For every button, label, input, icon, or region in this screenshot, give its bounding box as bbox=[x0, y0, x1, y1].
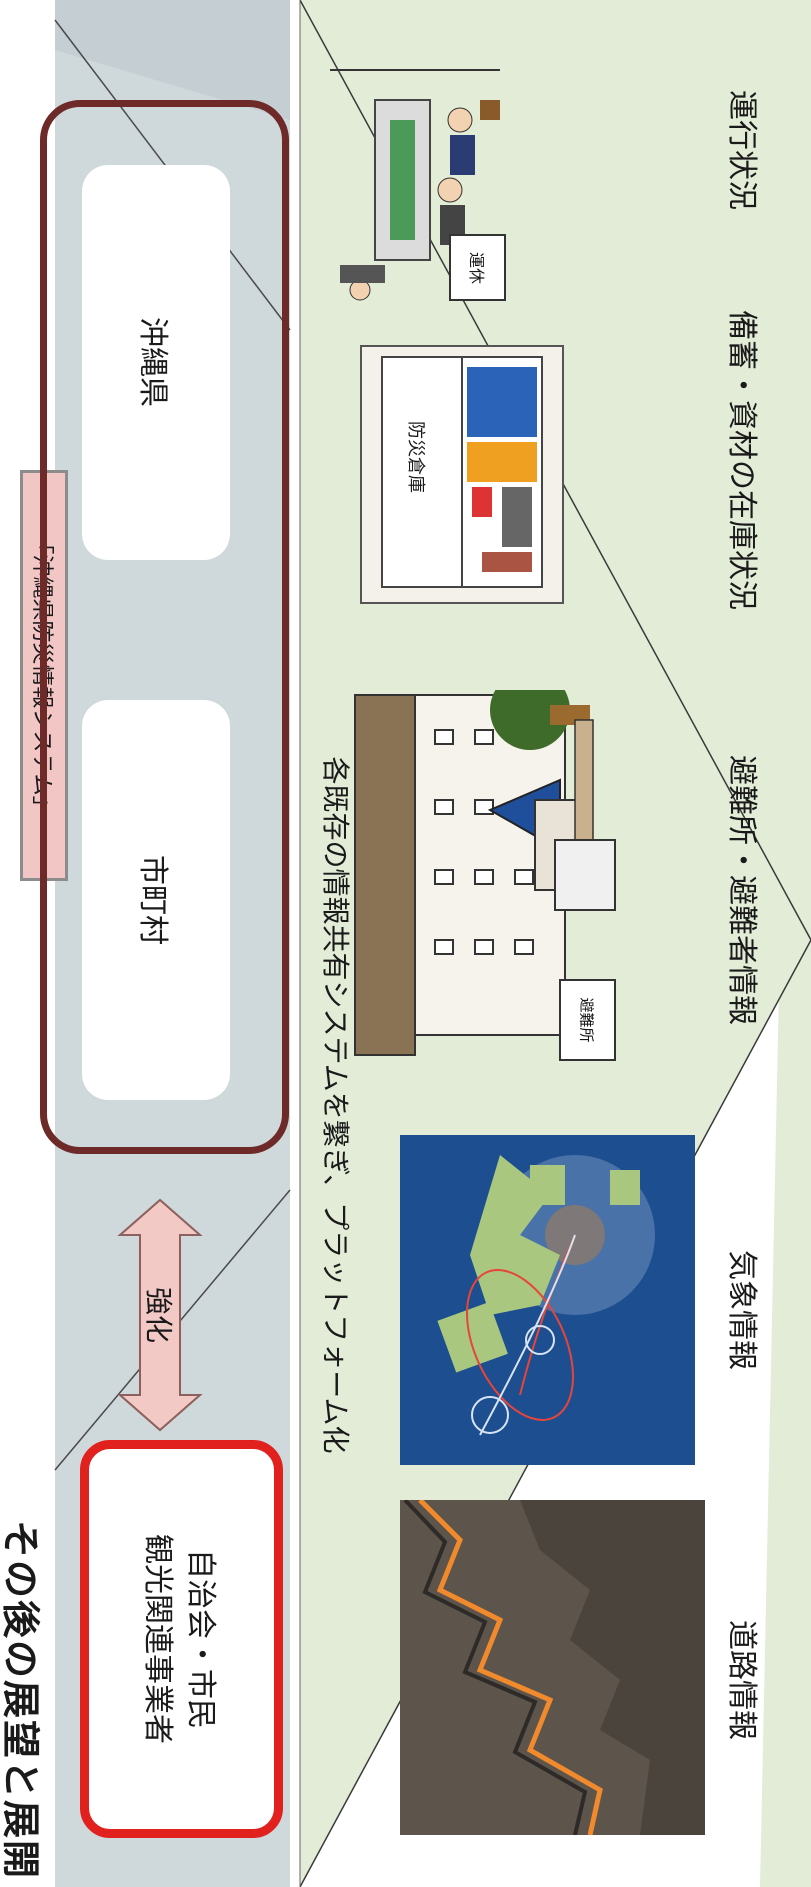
storage-warehouse-icon bbox=[362, 347, 562, 602]
shelter-building-icon bbox=[354, 690, 616, 1061]
left-band-top bbox=[55, 0, 290, 120]
typhoon-map-icon bbox=[400, 1135, 695, 1465]
municipality-box: 市町村 bbox=[82, 700, 230, 1100]
citizens-line1: 自治会・市民 bbox=[183, 1549, 218, 1729]
label-weather: 気象情報 bbox=[724, 1250, 759, 1370]
road-panel bbox=[400, 1500, 705, 1835]
title-strip: その後の展望と展開 bbox=[0, 1500, 55, 1887]
government-frame bbox=[40, 100, 289, 1154]
right-band-fill bbox=[300, 0, 811, 1887]
transit-sign: 運休 bbox=[467, 251, 486, 285]
prefecture-box: 沖縄県 bbox=[82, 165, 230, 560]
label-shelter: 避難所・避難者情報 bbox=[724, 755, 759, 1025]
municipality-label: 市町村 bbox=[135, 855, 170, 945]
prefecture-label: 沖縄県 bbox=[135, 317, 170, 407]
shelter-sign: 避難所 bbox=[577, 997, 596, 1043]
storage-panel: 防災倉庫 bbox=[360, 345, 564, 604]
ticket-gate-icon bbox=[330, 69, 506, 301]
transit-panel: 運休 bbox=[330, 60, 560, 305]
citizens-line2: 観光関連事業者 bbox=[140, 1534, 175, 1744]
storage-sign: 防災倉庫 bbox=[405, 421, 426, 493]
strengthen-label: 強化 bbox=[142, 1286, 175, 1344]
label-storage: 備蓄・資材の在庫状況 bbox=[724, 310, 759, 610]
page-title: その後の展望と展開 bbox=[0, 1519, 43, 1881]
label-transit: 運行状況 bbox=[724, 90, 759, 210]
shelter-panel: 避難所 bbox=[350, 690, 620, 1070]
label-road: 道路情報 bbox=[724, 1620, 759, 1740]
crack-road-icon bbox=[400, 1500, 705, 1835]
citizens-box: 自治会・市民 観光関連事業者 bbox=[80, 1440, 283, 1838]
strengthen-arrow bbox=[117, 1198, 203, 1432]
weather-panel bbox=[400, 1135, 695, 1465]
